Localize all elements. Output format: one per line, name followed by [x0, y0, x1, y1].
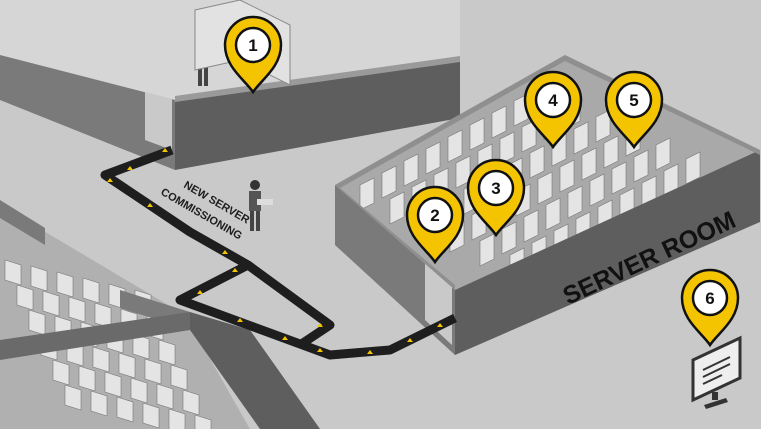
path-arrow [437, 323, 443, 327]
path-arrow [317, 348, 323, 352]
server-rack [170, 364, 188, 391]
path-arrow [282, 336, 288, 340]
server-rack [425, 141, 441, 175]
server-rack [403, 153, 419, 187]
server-rack [92, 346, 110, 373]
path-arrows [107, 148, 443, 354]
monitor-icon [691, 335, 742, 409]
path-arrow [232, 268, 238, 272]
server-rack [603, 135, 619, 169]
location-markers: 1 2 3 4 5 6 [223, 15, 740, 348]
path-arrow [367, 350, 373, 354]
server-rack [82, 277, 100, 304]
server-rack [545, 197, 561, 231]
server-rack [537, 171, 553, 205]
server-rack [130, 377, 148, 404]
server-rack [479, 233, 495, 267]
pin-number: 4 [548, 91, 558, 110]
location-pin-4[interactable]: 4 [523, 70, 583, 150]
path-arrow [127, 166, 133, 170]
path-arrow [162, 148, 168, 152]
storage-room-left-wall [0, 55, 175, 170]
pin-number: 6 [705, 289, 714, 308]
server-rack [132, 333, 150, 360]
server-rack [64, 384, 82, 411]
server-rack [168, 408, 186, 429]
server-rack [158, 339, 176, 366]
path-arrow [147, 203, 153, 207]
server-rack [491, 105, 507, 139]
server-rack [142, 402, 160, 429]
server-rack [559, 159, 575, 193]
server-rack [68, 296, 86, 323]
lower-hall-front-wall [190, 312, 320, 429]
server-rack [655, 137, 671, 171]
server-rack [4, 259, 22, 286]
location-pin-3[interactable]: 3 [466, 158, 526, 238]
server-room-front-wall [455, 150, 760, 355]
server-rack [611, 161, 627, 195]
location-pin-6[interactable]: 6 [680, 268, 740, 348]
server-rack [581, 147, 597, 181]
server-rack [194, 414, 212, 429]
server-rack [182, 389, 200, 416]
path-arrow [197, 290, 203, 294]
server-rack [589, 173, 605, 207]
server-rack [499, 131, 515, 165]
server-rack [567, 185, 583, 219]
server-rack [685, 151, 701, 185]
path-arrow [222, 250, 228, 254]
server-rack [501, 221, 517, 255]
path-arrow [317, 323, 323, 327]
location-pin-5[interactable]: 5 [604, 70, 664, 150]
server-rack [156, 383, 174, 410]
location-pin-1[interactable]: 1 [223, 15, 283, 95]
lower-hall-side-wall [0, 312, 190, 360]
server-rack [359, 177, 375, 211]
pin-number: 5 [629, 91, 638, 110]
server-rack [104, 371, 122, 398]
pin-number: 3 [491, 179, 500, 198]
pin-number: 1 [248, 36, 257, 55]
technician-commissioning [249, 180, 273, 231]
server-rack [633, 149, 649, 183]
server-rack [595, 109, 611, 143]
server-rack [42, 290, 60, 317]
path-arrow [407, 338, 413, 342]
workflow-path-branch [245, 261, 335, 349]
server-rack [523, 209, 539, 243]
server-rack [116, 396, 134, 423]
lower-hall-racks [4, 259, 212, 429]
server-rack [90, 390, 108, 417]
path-arrow [237, 318, 243, 322]
server-rack [447, 129, 463, 163]
location-pin-2[interactable]: 2 [405, 185, 465, 265]
server-rack [381, 165, 397, 199]
server-rack [52, 359, 70, 386]
server-rack [118, 352, 136, 379]
storage-room-front-wall [175, 60, 460, 170]
server-rack [469, 117, 485, 151]
server-rack [56, 271, 74, 298]
server-rack [78, 365, 96, 392]
server-rack [30, 265, 48, 292]
lower-hall-wall [0, 200, 45, 245]
storage-room-wall-top [175, 56, 460, 102]
server-rack [389, 191, 405, 225]
storage-room-door [145, 92, 172, 150]
server-rack [16, 284, 34, 311]
server-rack [573, 121, 589, 155]
path-arrow [107, 178, 113, 182]
workflow-path [100, 145, 457, 360]
server-rack [529, 145, 545, 179]
server-rack [144, 358, 162, 385]
pin-number: 2 [430, 206, 439, 225]
